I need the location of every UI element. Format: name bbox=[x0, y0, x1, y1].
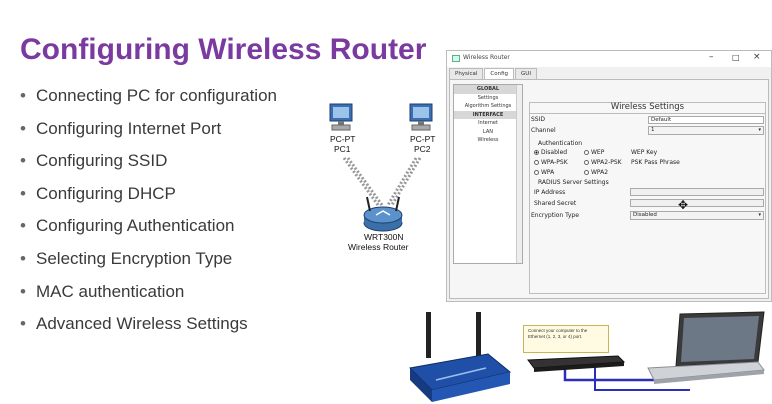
router-photo bbox=[408, 312, 512, 402]
router-name-label: Wireless Router bbox=[348, 242, 409, 252]
bullet-text: Configuring SSID bbox=[36, 151, 168, 171]
bullet-list: •Connecting PC for configuration •Config… bbox=[20, 85, 277, 346]
nav-item-algorithm-settings[interactable]: Algorithm Settings bbox=[464, 103, 512, 109]
wep-key-label: WEP Key bbox=[631, 149, 658, 156]
tab-gui[interactable]: GUI bbox=[515, 68, 537, 79]
radio-disabled[interactable]: Disabled bbox=[534, 149, 567, 156]
wireless-settings-panel: Wireless Settings SSID Default Channel 1… bbox=[529, 102, 766, 294]
pc1-icon[interactable] bbox=[328, 103, 354, 138]
encryption-type-select[interactable]: Disabled ▾ bbox=[630, 211, 764, 220]
laptop-photo bbox=[647, 311, 765, 384]
router-config-window: Wireless Router – □ × Physical Config GU… bbox=[446, 50, 772, 302]
slide-title: Configuring Wireless Router bbox=[20, 33, 427, 66]
window-titlebar[interactable]: Wireless Router – □ × bbox=[447, 51, 771, 67]
ssid-label: SSID bbox=[531, 116, 546, 123]
nav-item-internet[interactable]: Internet bbox=[478, 120, 498, 126]
bullet-item: •Configuring Internet Port bbox=[20, 118, 222, 138]
pc2-name-label: PC2 bbox=[414, 144, 431, 154]
radio-disabled-label: Disabled bbox=[541, 149, 568, 156]
config-body: GLOBAL Settings Algorithm Settings INTER… bbox=[449, 79, 769, 299]
radio-wpa-label: WPA bbox=[541, 169, 555, 176]
config-nav: GLOBAL Settings Algorithm Settings INTER… bbox=[453, 84, 523, 264]
chevron-down-icon: ▾ bbox=[758, 127, 761, 133]
wireless-router-icon[interactable] bbox=[362, 195, 404, 238]
authentication-label: Authentication bbox=[538, 140, 583, 147]
radio-wpa2[interactable]: WPA2 bbox=[584, 169, 608, 176]
bullet-item: •Selecting Encryption Type bbox=[20, 248, 233, 268]
minimize-icon[interactable]: – bbox=[709, 52, 714, 62]
window-title: Wireless Router bbox=[463, 54, 510, 61]
radio-wpa-psk-label: WPA-PSK bbox=[541, 159, 568, 166]
ip-address-input[interactable] bbox=[630, 188, 764, 196]
pc2-model-label: PC-PT bbox=[410, 134, 436, 144]
tab-config[interactable]: Config bbox=[484, 68, 515, 79]
bullet-text: Advanced Wireless Settings bbox=[36, 314, 248, 334]
radio-wep-label: WEP bbox=[591, 149, 605, 156]
mouse-cursor-icon: ✥ bbox=[678, 198, 689, 212]
radio-wep[interactable]: WEP bbox=[584, 149, 604, 156]
radio-icon bbox=[584, 150, 589, 155]
ethernet-callout: Connect your computer to the Ethernet (1… bbox=[523, 325, 609, 353]
bullet-item: •Configuring SSID bbox=[20, 151, 168, 171]
window-tabs: Physical Config GUI bbox=[449, 68, 538, 79]
channel-value: 1 bbox=[651, 127, 655, 133]
app-icon bbox=[452, 55, 460, 62]
bullet-text: MAC authentication bbox=[36, 281, 185, 301]
radio-wpa2-label: WPA2 bbox=[591, 169, 609, 176]
router-model-label: WRT300N bbox=[364, 232, 404, 242]
bullet-item: •Configuring Authentication bbox=[20, 216, 235, 236]
bullet-text: Configuring DHCP bbox=[36, 183, 176, 203]
encryption-type-value: Disabled bbox=[633, 212, 657, 218]
bullet-item: •Connecting PC for configuration bbox=[20, 86, 277, 105]
radio-icon bbox=[534, 170, 539, 175]
nav-item-wireless[interactable]: Wireless bbox=[477, 137, 499, 143]
bullet-text: Selecting Encryption Type bbox=[36, 248, 233, 268]
nav-global-header: GLOBAL bbox=[454, 85, 522, 94]
radio-wpa-psk[interactable]: WPA-PSK bbox=[534, 159, 568, 166]
pc2-icon[interactable] bbox=[408, 103, 434, 138]
bullet-item: •Configuring DHCP bbox=[20, 183, 176, 203]
psk-pass-phrase-label: PSK Pass Phrase bbox=[631, 159, 680, 166]
ip-address-label: IP Address bbox=[534, 189, 566, 196]
bullet-text: Connecting PC for configuration bbox=[36, 86, 277, 105]
shared-secret-label: Shared Secret bbox=[534, 200, 577, 207]
bullet-text: Configuring Authentication bbox=[36, 216, 235, 236]
radio-wpa[interactable]: WPA bbox=[534, 169, 554, 176]
pc1-name-label: PC1 bbox=[334, 144, 351, 154]
bullet-item: •Advanced Wireless Settings bbox=[20, 314, 248, 334]
channel-label: Channel bbox=[531, 127, 556, 134]
radio-wpa2-psk[interactable]: WPA2-PSK bbox=[584, 159, 622, 166]
chevron-down-icon: ▾ bbox=[758, 212, 761, 218]
wireless-signal-lines bbox=[342, 157, 422, 206]
channel-select[interactable]: 1 ▾ bbox=[648, 126, 764, 135]
nav-item-lan[interactable]: LAN bbox=[482, 128, 494, 135]
radio-icon bbox=[534, 160, 539, 165]
panel-title: Wireless Settings bbox=[530, 102, 765, 114]
nav-item-settings[interactable]: Settings bbox=[477, 94, 499, 101]
close-icon[interactable]: × bbox=[753, 52, 761, 62]
maximize-icon[interactable]: □ bbox=[732, 53, 740, 62]
pc1-model-label: PC-PT bbox=[330, 134, 356, 144]
modem-photo bbox=[527, 355, 626, 372]
nav-scrollbar[interactable] bbox=[516, 85, 522, 263]
shared-secret-input[interactable] bbox=[630, 199, 764, 207]
tab-physical[interactable]: Physical bbox=[449, 68, 484, 79]
bullet-text: Configuring Internet Port bbox=[36, 118, 222, 138]
radio-icon bbox=[584, 160, 589, 165]
nav-interface-header: INTERFACE bbox=[454, 110, 522, 119]
radius-settings-label: RADIUS Server Settings bbox=[538, 179, 609, 186]
radio-selected-icon bbox=[534, 150, 539, 155]
encryption-type-label: Encryption Type bbox=[531, 212, 579, 219]
ssid-input[interactable]: Default bbox=[648, 116, 764, 124]
bullet-item: •MAC authentication bbox=[20, 281, 185, 301]
radio-icon bbox=[584, 170, 589, 175]
radio-wpa2-psk-label: WPA2-PSK bbox=[591, 159, 622, 166]
